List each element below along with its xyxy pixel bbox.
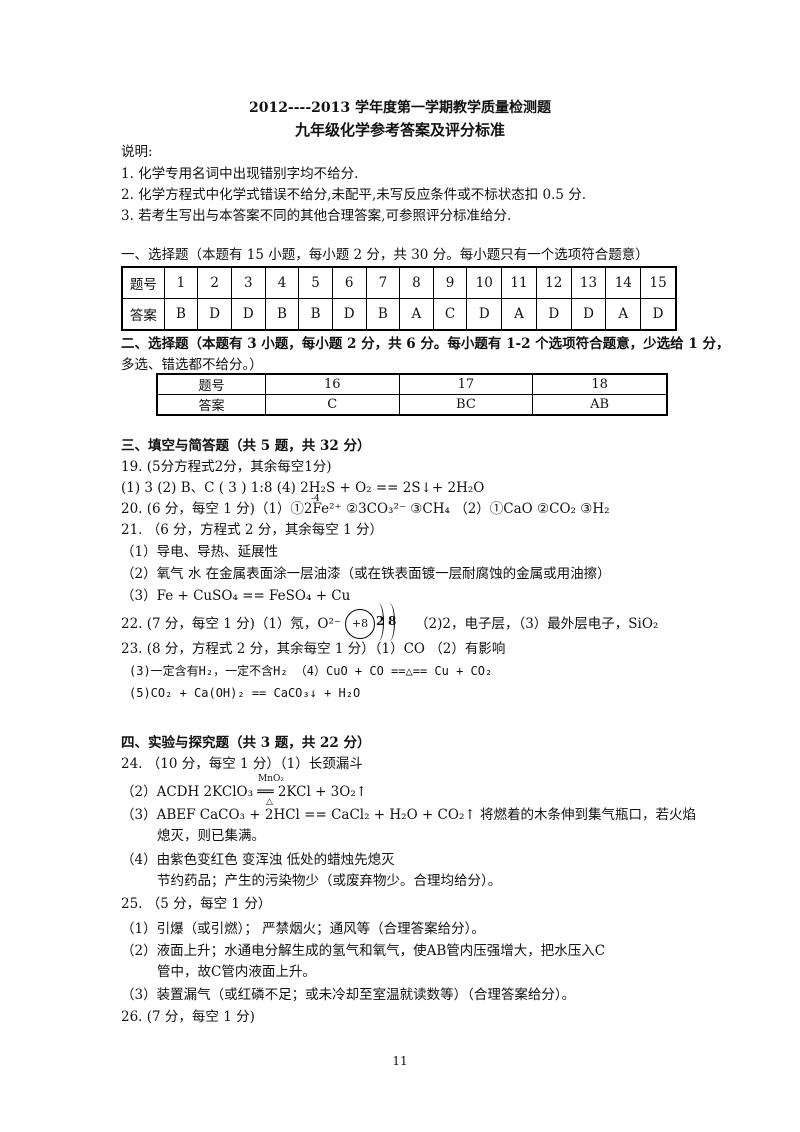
table-cell: D bbox=[640, 298, 677, 331]
table-cell: 4 bbox=[264, 266, 300, 299]
table-cell: 10 bbox=[466, 266, 503, 299]
q23-answer-3: (3)一定含有H₂，一定不含H₂ （4）CuO + CO ==△== Cu + … bbox=[129, 664, 493, 678]
q26-title: 26. (7 分，每空 1 分) bbox=[121, 1009, 255, 1025]
table-row-label: 题号 bbox=[121, 266, 165, 299]
table-cell: A bbox=[501, 298, 537, 331]
section3-heading: 三、填空与简答题（共 5 题，共 32 分） bbox=[121, 438, 371, 454]
q19-answer: (1) 3 (2) B、C ( 3 ) 1:8 (4) 2H₂S + O₂ ==… bbox=[121, 480, 485, 496]
table-cell: 16 bbox=[264, 373, 400, 395]
section1-heading: 一、选择题（本题有 15 小题，每小题 2 分，共 30 分。每小题只有一个选项… bbox=[121, 247, 649, 263]
q24-answer-4: （4）由紫色变红色 变浑浊 低处的蜡烛先熄灭 bbox=[121, 852, 395, 868]
table-cell: BC bbox=[398, 394, 534, 416]
table-cell: 15 bbox=[640, 266, 677, 299]
q20-answer: 20. (6 分，每空 1 分)（1）①2Fe²⁺ ②3CO₃²⁻ ③CH₄ （… bbox=[121, 501, 610, 517]
table-cell: D bbox=[331, 298, 367, 331]
q21-answer-2: （2）氧气 水 在金属表面涂一层油漆（或在铁表面镀一层耐腐蚀的金属或用油擦） bbox=[121, 566, 611, 582]
table-row-label: 答案 bbox=[121, 298, 165, 331]
q25-answer-3: （3）装置漏气（或红磷不足；或未冷却至室温就读数等）（合理答案给分）。 bbox=[121, 987, 576, 1003]
table-cell: C bbox=[264, 394, 400, 416]
q24-catalyst: MnO₂ bbox=[258, 774, 284, 784]
electron-shell-2 bbox=[384, 603, 395, 641]
table-row: 答案 B D D B B D B A C D A D D A D bbox=[121, 298, 677, 331]
table-cell: AB bbox=[532, 394, 668, 416]
table-cell: 14 bbox=[605, 266, 642, 299]
table-cell: 17 bbox=[398, 373, 534, 395]
page-number: 11 bbox=[392, 1054, 408, 1068]
table-cell: D bbox=[230, 298, 266, 331]
table-cell: 12 bbox=[535, 266, 572, 299]
q24-answer-3: （3）ABEF CaCO₃ + 2HCl == CaCl₂ + H₂O + CO… bbox=[121, 807, 696, 823]
q21-title: 21. （6 分，方程式 2 分，其余每空 1 分） bbox=[121, 522, 383, 538]
document-title: 2012----2013 学年度第一学期教学质量检测题 bbox=[248, 100, 552, 116]
table-row: 答案 C BC AB bbox=[156, 394, 668, 416]
table-cell: B bbox=[365, 298, 401, 331]
table-cell: D bbox=[535, 298, 572, 331]
table-cell: B bbox=[163, 298, 199, 331]
table-cell: 7 bbox=[365, 266, 401, 299]
table-cell: 9 bbox=[432, 266, 468, 299]
table-cell: 13 bbox=[570, 266, 607, 299]
table-cell: 2 bbox=[197, 266, 232, 299]
q21-answer-3: （3）Fe + CuSO₄ == FeSO₄ + Cu bbox=[121, 588, 351, 604]
section2-heading-cont: 多选、错选都不给分。） bbox=[121, 357, 263, 373]
q25-title: 25. （5 分，每空 1 分） bbox=[121, 896, 272, 912]
table-cell: 5 bbox=[298, 266, 333, 299]
table-row-label: 题号 bbox=[156, 373, 266, 395]
table-cell: 6 bbox=[331, 266, 367, 299]
q21-answer-1: （1）导电、导热、延展性 bbox=[121, 544, 279, 560]
note-item: 1. 化学专用名词中出现错别字均不给分. bbox=[121, 166, 359, 182]
table-cell: B bbox=[264, 298, 300, 331]
table-cell: D bbox=[466, 298, 503, 331]
q24-answer-2: （2）ACDH 2KClO₃ ══ 2KCl + 3O₂↑ bbox=[121, 784, 368, 800]
table-cell: 1 bbox=[163, 266, 199, 299]
shell-electron-count: 8 bbox=[388, 614, 397, 628]
q24-heat-mark: △ bbox=[266, 797, 273, 807]
shell-electron-count: 2 bbox=[376, 614, 385, 628]
note-item: 2. 化学方程式中化学式错误不给分,未配平,未写反应条件或不标状态扣 0.5 分… bbox=[121, 187, 587, 203]
q22-answer-a: 22. (7 分，每空 1 分)（1）氖，O²⁻ bbox=[121, 616, 342, 632]
q23-title: 23. (8 分，方程式 2 分，其余每空 1 分）（1）CO （2）有影响 bbox=[121, 641, 506, 657]
table-cell: C bbox=[432, 298, 468, 331]
table-cell: B bbox=[298, 298, 333, 331]
q20-valence-mark: -4 bbox=[311, 494, 320, 504]
section2-heading: 二、选择题（本题有 3 小题，每小题 2 分，共 6 分。每小题有 1-2 个选… bbox=[121, 336, 730, 352]
table-cell: 18 bbox=[532, 373, 668, 395]
q23-answer-5: (5)CO₂ + Ca(OH)₂ == CaCO₃↓ + H₂O bbox=[129, 686, 361, 700]
q25-answer-2-cont: 管中，故C管内液面上升。 bbox=[157, 964, 316, 980]
notes-heading: 说明: bbox=[121, 144, 153, 160]
section1-answer-table: 题号 1 2 3 4 5 6 7 8 9 10 11 12 13 14 15 答… bbox=[121, 266, 677, 331]
table-row: 题号 1 2 3 4 5 6 7 8 9 10 11 12 13 14 15 bbox=[121, 266, 677, 299]
q24-answer-4-cont: 节约药品；产生的污染物少（或废弃物少。合理均给分）。 bbox=[157, 873, 502, 889]
table-cell: D bbox=[570, 298, 607, 331]
note-item: 3. 若考生写出与本答案不同的其他合理答案,可参照评分标准给分. bbox=[121, 208, 512, 224]
atom-nucleus-diagram: +8 bbox=[345, 609, 375, 639]
q25-answer-2: （2）液面上升；水通电分解生成的氢气和氧气，使AB管内压强增大，把水压入C bbox=[121, 943, 606, 959]
section4-heading: 四、实验与探究题（共 3 题，共 22 分） bbox=[121, 735, 371, 751]
table-cell: 8 bbox=[399, 266, 434, 299]
table-cell: A bbox=[399, 298, 434, 331]
q24-answer-3-cont: 熄灭，则已集满。 bbox=[157, 828, 265, 844]
document-subtitle: 九年级化学参考答案及评分标准 bbox=[294, 121, 505, 139]
table-cell: A bbox=[605, 298, 642, 331]
table-row: 题号 16 17 18 bbox=[156, 373, 668, 395]
table-cell: D bbox=[197, 298, 232, 331]
q25-answer-1: （1）引爆（或引燃）； 严禁烟火；通风等（合理答案给分）。 bbox=[121, 921, 485, 937]
q22-answer-b: （2)2，电子层，（3）最外层电子，SiO₂ bbox=[415, 616, 659, 632]
table-cell: 3 bbox=[230, 266, 266, 299]
table-row-label: 答案 bbox=[156, 394, 266, 416]
section2-answer-table: 题号 16 17 18 答案 C BC AB bbox=[156, 373, 668, 416]
q19-title: 19. (5分方程式2分，其余每空1分) bbox=[121, 459, 332, 475]
q24-title: 24. （10 分，每空 1 分）（1）长颈漏斗 bbox=[121, 756, 363, 772]
table-cell: 11 bbox=[501, 266, 537, 299]
